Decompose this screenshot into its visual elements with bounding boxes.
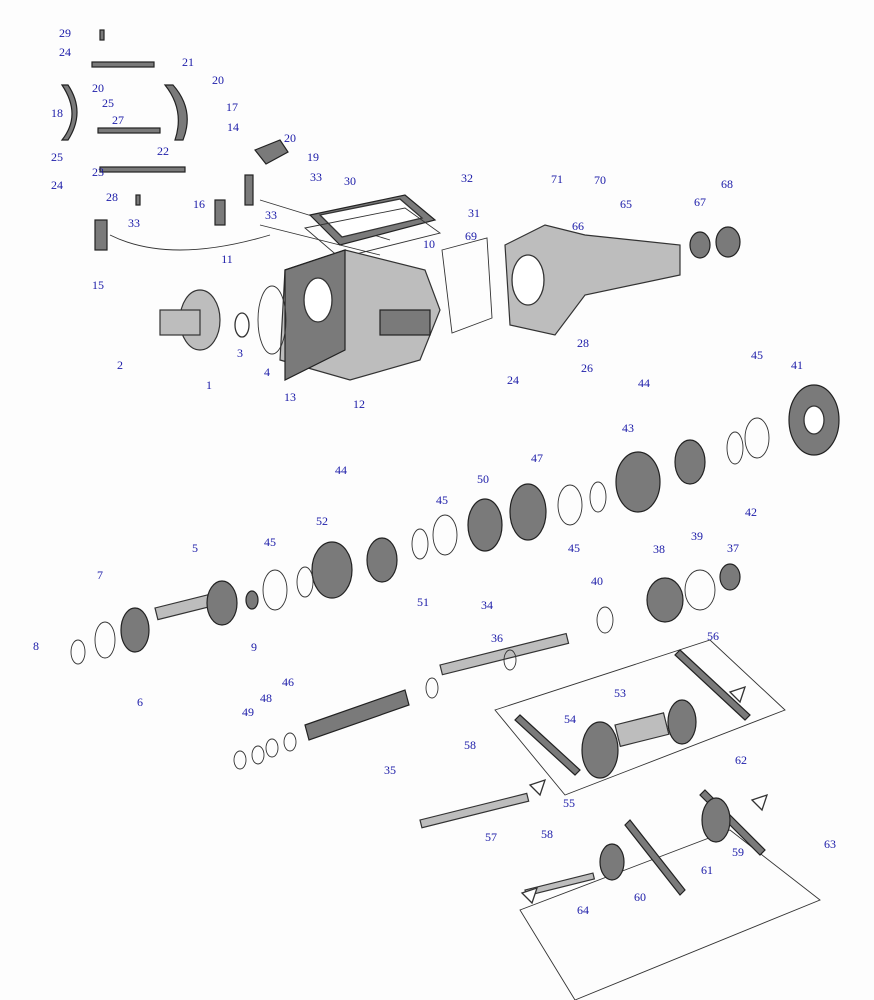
part-label: 13 [284, 390, 296, 404]
part-label: 25 [51, 150, 63, 164]
part-label: 21 [182, 55, 194, 69]
part-label: 1 [206, 378, 212, 392]
selector-forks [60, 29, 188, 206]
part-label: 7 [97, 568, 103, 582]
part-label: 22 [157, 144, 169, 158]
part-label: 10 [423, 237, 435, 251]
part-label: 9 [251, 640, 257, 654]
part-label: 46 [282, 675, 294, 689]
part-label: 64 [577, 903, 589, 917]
part-label: 48 [260, 691, 272, 705]
part-label: 24 [59, 45, 71, 59]
part-label: 71 [551, 172, 563, 186]
part-label: 26 [581, 361, 593, 375]
part-label: 62 [735, 753, 747, 767]
part-label: 43 [622, 421, 634, 435]
part-label: 28 [106, 190, 118, 204]
part-label: 28 [577, 336, 589, 350]
part-label: 33 [310, 170, 322, 184]
part-label: 70 [594, 173, 606, 187]
part-label: 50 [477, 472, 489, 486]
part-label: 29 [59, 26, 71, 40]
part-label: 63 [824, 837, 836, 851]
part-label: 47 [531, 451, 543, 465]
part-label: 25 [102, 96, 114, 110]
part-label: 24 [51, 178, 63, 192]
part-label: 41 [791, 358, 803, 372]
part-label: 12 [353, 397, 365, 411]
part-label: 30 [344, 174, 356, 188]
part-label: 69 [465, 229, 477, 243]
part-label: 45 [436, 493, 448, 507]
part-label: 33 [128, 216, 140, 230]
part-label: 38 [653, 542, 665, 556]
part-label: 56 [707, 629, 719, 643]
part-label: 16 [193, 197, 205, 211]
gearbox-case [279, 249, 441, 381]
part-label: 18 [51, 106, 63, 120]
part-label: 23 [92, 165, 104, 179]
part-label: 37 [727, 541, 739, 555]
part-label: 42 [745, 505, 757, 519]
part-label: 44 [335, 463, 347, 477]
countershaft-cluster [419, 639, 786, 829]
part-label: 58 [464, 738, 476, 752]
part-label: 61 [701, 863, 713, 877]
part-label: 36 [491, 631, 503, 645]
part-label: 58 [541, 827, 553, 841]
part-label: 8 [33, 639, 39, 653]
part-label: 60 [634, 890, 646, 904]
reverse-idler [519, 789, 821, 1000]
part-label: 31 [468, 206, 480, 220]
part-label: 68 [721, 177, 733, 191]
part-label: 67 [694, 195, 706, 209]
part-label: 20 [284, 131, 296, 145]
part-label: 3 [237, 346, 243, 360]
part-label: 33 [265, 208, 277, 222]
part-label: 4 [264, 365, 270, 379]
part-label: 27 [112, 113, 124, 127]
part-label: 49 [242, 705, 254, 719]
part-label: 20 [92, 81, 104, 95]
part-label: 45 [568, 541, 580, 555]
part-label: 11 [221, 252, 233, 266]
part-label: 45 [264, 535, 276, 549]
gasket [441, 237, 493, 334]
part-label: 15 [92, 278, 104, 292]
part-label: 34 [481, 598, 493, 612]
part-label: 66 [572, 219, 584, 233]
part-label: 65 [620, 197, 632, 211]
part-label: 44 [638, 376, 650, 390]
part-label: 52 [316, 514, 328, 528]
part-label: 59 [732, 845, 744, 859]
part-label: 45 [751, 348, 763, 362]
mainshaft [233, 632, 570, 770]
input-shaft [70, 580, 259, 665]
part-label: 53 [614, 686, 626, 700]
part-label: 32 [461, 171, 473, 185]
part-label: 39 [691, 529, 703, 543]
part-label: 54 [564, 712, 576, 726]
mainshaft-gears [262, 384, 840, 634]
part-label: 57 [485, 830, 497, 844]
part-label: 5 [192, 541, 198, 555]
front-cover [159, 285, 287, 355]
part-label: 2 [117, 358, 123, 372]
part-label: 6 [137, 695, 143, 709]
part-label: 14 [227, 120, 239, 134]
part-label: 19 [307, 150, 319, 164]
part-label: 55 [563, 796, 575, 810]
part-label: 24 [507, 373, 519, 387]
part-label: 40 [591, 574, 603, 588]
top-cover [304, 194, 442, 259]
part-label: 20 [212, 73, 224, 87]
extension-housing [504, 224, 741, 336]
part-label: 17 [226, 100, 238, 114]
part-label: 35 [384, 763, 396, 777]
part-label: 51 [417, 595, 429, 609]
